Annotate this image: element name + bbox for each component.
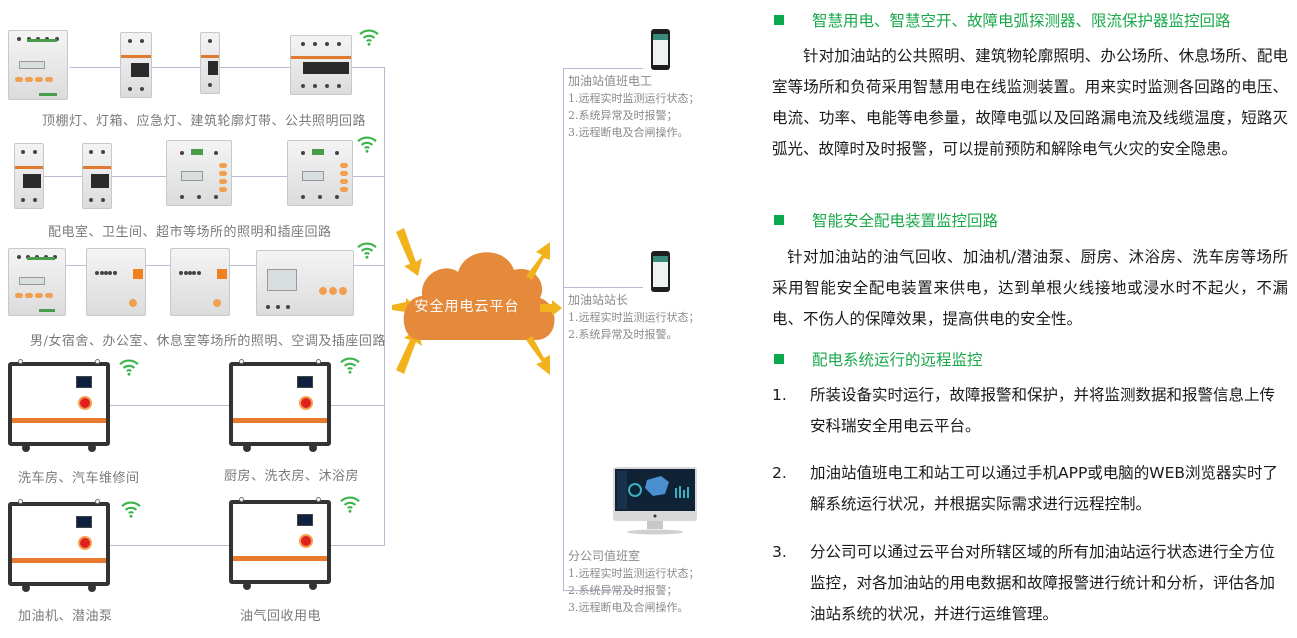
role-title: 分公司值班室 xyxy=(568,549,641,563)
cabinet-caption-4: 油气回收用电 xyxy=(240,609,322,624)
smart-monitor-device xyxy=(8,30,68,100)
cabinet-caption-1: 洗车房、汽车维修间 xyxy=(18,471,140,486)
section-heading-3: 配电系统运行的远程监控 xyxy=(772,348,983,370)
connector-role-2 xyxy=(563,287,643,288)
smart-monitor-device xyxy=(8,248,66,316)
item-text: 分公司可以通过云平台对所辖区域的所有加油站运行状态进行全方位监控，对各加油站的用… xyxy=(810,543,1276,623)
numbered-item-3: 3. 分公司可以通过云平台对所辖区域的所有加油站运行状态进行全方位监控，对各加油… xyxy=(772,537,1288,630)
wifi-icon xyxy=(119,359,139,376)
connector-role-1 xyxy=(563,68,643,69)
bullet-square-icon xyxy=(774,15,784,25)
wifi-icon xyxy=(359,29,379,46)
role-branch-duty-room: 分公司值班室 1.远程实时监测运行状态； 2.系统异常及时报警； 3.远程断电及… xyxy=(568,548,700,616)
section-heading-1: 智慧用电、智慧空开、故障电弧探测器、限流保护器监控回路 xyxy=(772,9,1231,31)
breaker-2p-device xyxy=(14,143,44,209)
circuit-caption-1: 顶棚灯、灯箱、应急灯、建筑轮廓灯带、公共照明回路 xyxy=(42,114,367,129)
connector-left-bus xyxy=(384,67,385,546)
bullet-square-icon xyxy=(774,354,784,364)
cloud-platform-shape xyxy=(392,228,562,375)
numbered-item-1: 1. 所装设备实时运行，故障报警和保护，并将监测数据和报警信息上传安科瑞安全用电… xyxy=(772,380,1288,442)
section-paragraph-1: 针对加油站的公共照明、建筑物轮廓照明、办公场所、休息场所、配电室等场所和负荷采用… xyxy=(772,47,1288,158)
item-text: 所装设备实时运行，故障报警和保护，并将监测数据和报警信息上传安科瑞安全用电云平台… xyxy=(810,386,1276,435)
wifi-icon xyxy=(340,357,360,374)
role-line: 1.远程实时监测运行状态； xyxy=(568,311,700,324)
multi-meter-device xyxy=(256,250,354,316)
section-heading-2: 智能安全配电装置监控回路 xyxy=(772,209,998,231)
breaker-2p-device xyxy=(120,32,152,98)
role-station-manager: 加油站站长 1.远程实时监测运行状态； 2.系统异常及时报警。 xyxy=(568,292,700,343)
cloud-icon xyxy=(403,252,555,340)
role-line: 1.远程实时监测运行状态； xyxy=(568,92,700,105)
breaker-2p-device xyxy=(82,143,112,209)
connector-role-3 xyxy=(563,590,643,591)
circuit-caption-2: 配电室、卫生间、超市等场所的照明和插座回路 xyxy=(48,225,332,240)
phone-icon xyxy=(651,29,670,70)
section-heading-text: 配电系统运行的远程监控 xyxy=(812,351,983,369)
role-title: 加油站站长 xyxy=(568,293,629,307)
circuit-caption-3: 男/女宿舍、办公室、休息室等场所的照明、空调及插座回路 xyxy=(30,334,386,349)
outgoing-arrows xyxy=(526,242,562,375)
section-paragraph-2: 针对加油站的油气回收、加油机/潜油泵、厨房、沐浴房、洗车房等场所采用智能安全配电… xyxy=(772,248,1288,328)
section-heading-text: 智能安全配电装置监控回路 xyxy=(812,212,999,230)
item-number: 3. xyxy=(772,543,787,561)
wifi-icon xyxy=(121,501,141,518)
cloud-platform-label: 安全用电云平台 xyxy=(414,299,520,315)
numbered-item-2: 2. 加油站值班电工和站工可以通过手机APP或电脑的WEB浏览器实时了解系统运行… xyxy=(772,458,1288,520)
phone-icon xyxy=(651,251,670,292)
bullet-square-icon xyxy=(774,215,784,225)
arc-detector-device xyxy=(86,248,146,316)
item-text: 加油站值班电工和站工可以通过手机APP或电脑的WEB浏览器实时了解系统运行状况，… xyxy=(810,464,1279,513)
item-number: 1. xyxy=(772,386,787,404)
safety-distribution-cabinet xyxy=(229,359,331,452)
breaker-1p-device xyxy=(200,32,220,94)
role-station-electrician: 加油站值班电工 1.远程实时监测运行状态； 2.系统异常及时报警； 3.远程断电… xyxy=(568,73,700,141)
current-limiter-device xyxy=(287,140,353,206)
role-line: 3.远程断电及合闸操作。 xyxy=(568,126,689,139)
wifi-icon xyxy=(340,496,360,513)
current-limiter-device xyxy=(166,140,232,206)
role-line: 2.系统异常及时报警。 xyxy=(568,328,678,341)
role-title: 加油站值班电工 xyxy=(568,74,653,88)
safety-distribution-cabinet xyxy=(8,499,110,592)
arc-detector-device xyxy=(170,248,230,316)
role-line: 1.远程实时监测运行状态； xyxy=(568,567,700,580)
connector-right-bus xyxy=(563,68,564,591)
connector-circuit-1 xyxy=(70,67,385,68)
section-heading-text: 智慧用电、智慧空开、故障电弧探测器、限流保护器监控回路 xyxy=(812,12,1231,30)
safety-distribution-cabinet xyxy=(229,497,331,590)
role-line: 3.远程断电及合闸操作。 xyxy=(568,601,689,614)
cabinet-caption-3: 加油机、潜油泵 xyxy=(18,609,113,624)
safety-distribution-cabinet xyxy=(8,359,110,452)
item-number: 2. xyxy=(772,464,787,482)
wifi-icon xyxy=(357,242,377,259)
role-line: 2.系统异常及时报警； xyxy=(568,584,678,597)
role-line: 2.系统异常及时报警； xyxy=(568,109,678,122)
wifi-icon xyxy=(357,136,377,153)
monitor-icon xyxy=(613,467,697,535)
breaker-4p-device xyxy=(290,35,352,95)
cabinet-caption-2: 厨房、洗衣房、沐浴房 xyxy=(224,469,360,484)
